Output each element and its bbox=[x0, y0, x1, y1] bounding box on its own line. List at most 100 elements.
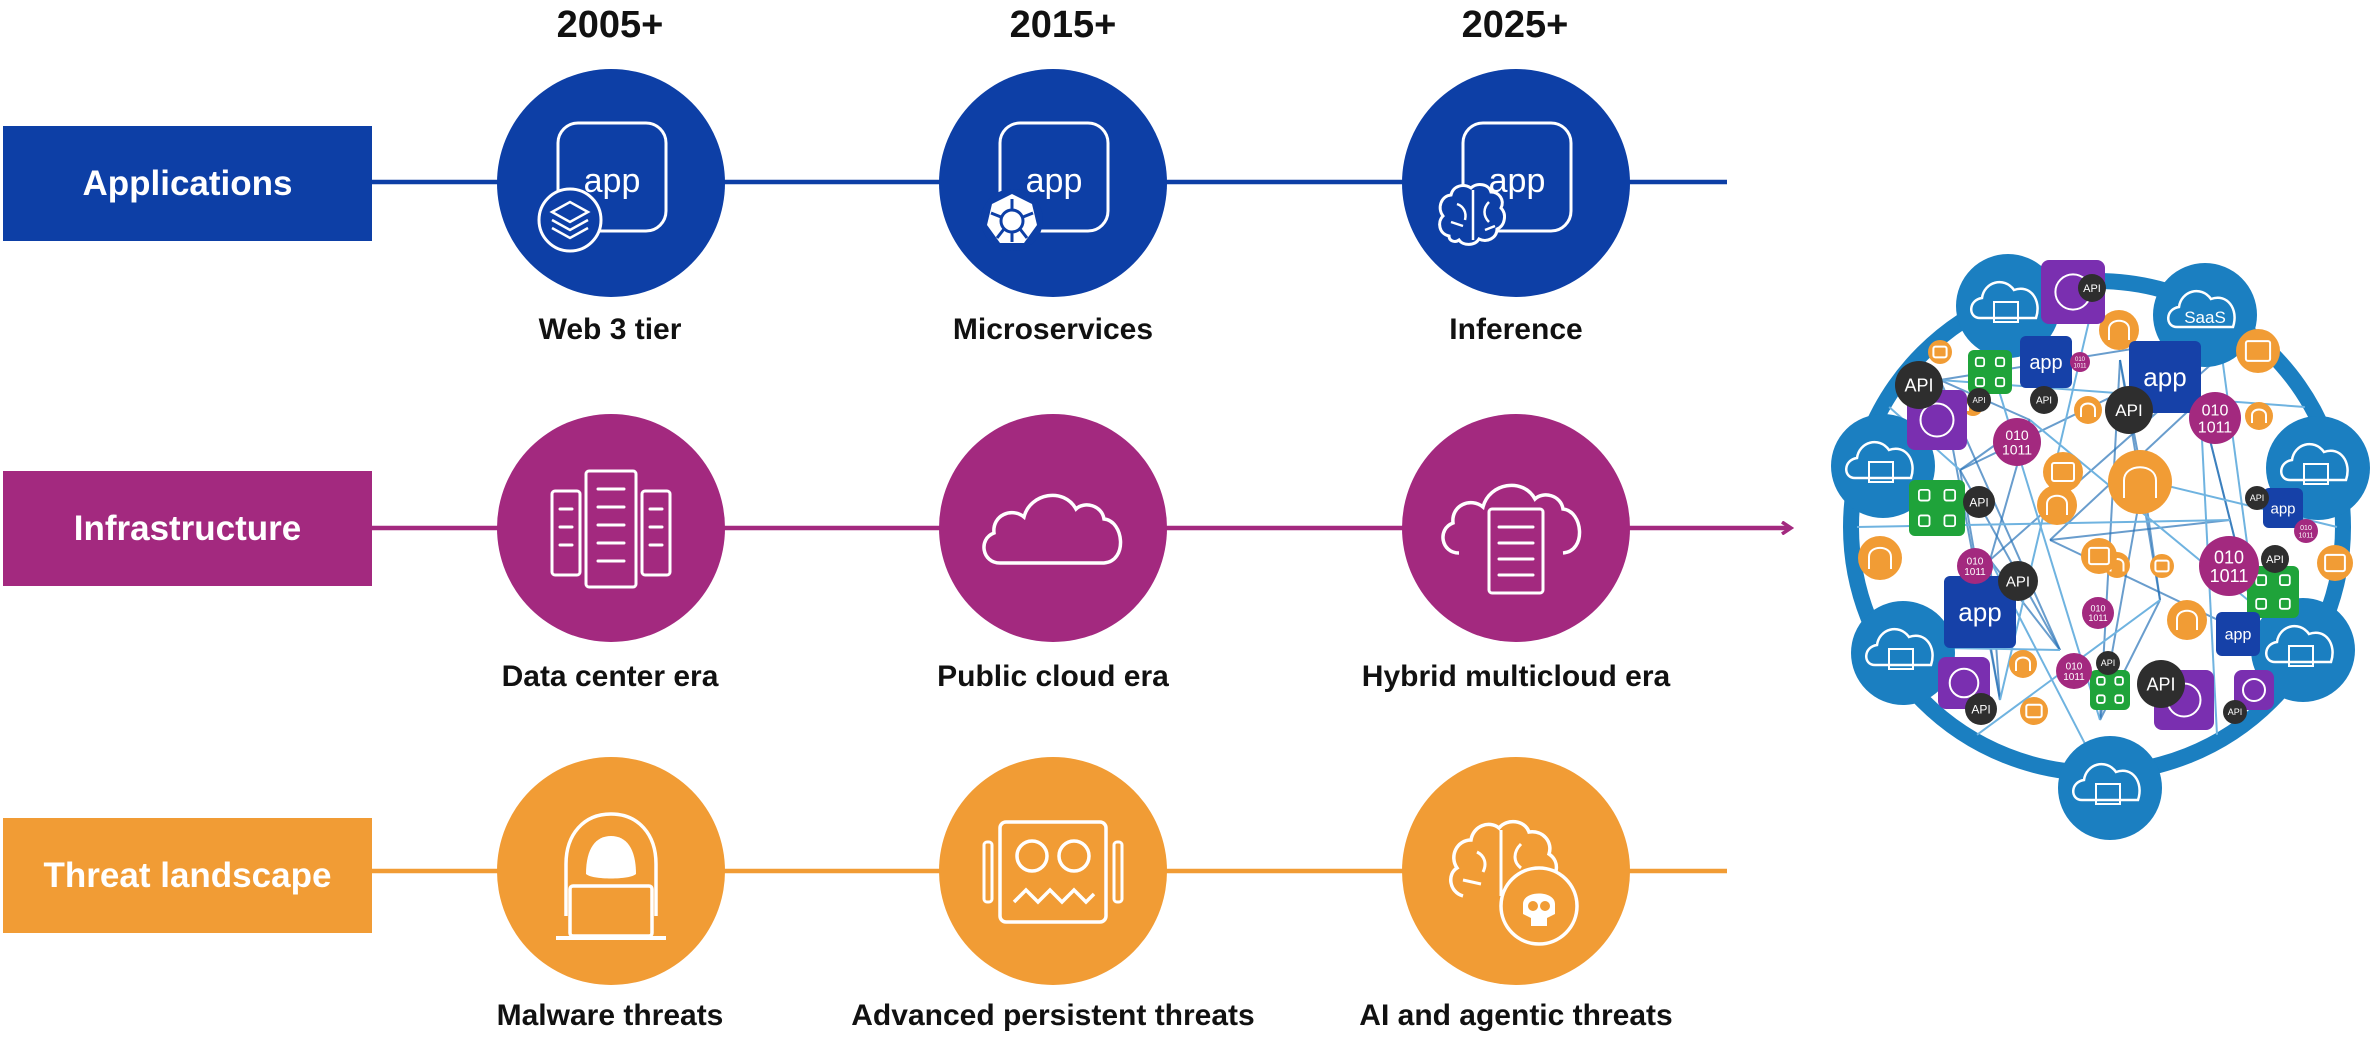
robot-node-icon bbox=[2236, 329, 2280, 373]
saas-label: SaaS bbox=[2184, 308, 2226, 327]
api-node-icon: API bbox=[1895, 361, 1943, 409]
network-link bbox=[1989, 329, 2251, 561]
api-label: API bbox=[2228, 707, 2243, 717]
grid-node-icon bbox=[1909, 480, 1965, 536]
api-label: API bbox=[2266, 554, 2284, 566]
app-kubernetes-icon: app bbox=[939, 69, 1167, 297]
hacker-node-icon bbox=[2108, 450, 2172, 514]
hacker-node-icon bbox=[2074, 396, 2102, 424]
hacker-node-icon bbox=[2037, 485, 2077, 525]
app-node-icon: app bbox=[2020, 336, 2072, 388]
api-node-icon: API bbox=[2261, 545, 2289, 573]
binary-top-label: 010 bbox=[2066, 662, 2083, 673]
robot-node-icon bbox=[2081, 538, 2117, 574]
app-node-label: app bbox=[2029, 352, 2062, 374]
brain-skull-icon bbox=[1402, 757, 1630, 985]
api-node-icon: API bbox=[2105, 386, 2153, 434]
grid-node-icon bbox=[1968, 350, 2012, 394]
grid-node-icon bbox=[2090, 670, 2130, 710]
row-label-infrastructure: Infrastructure bbox=[3, 471, 372, 586]
robot-node-icon bbox=[2020, 697, 2048, 725]
cloud-node-icon bbox=[1851, 601, 1955, 705]
app-badge-text: app bbox=[584, 162, 641, 200]
stage-caption: Advanced persistent threats bbox=[851, 999, 1255, 1032]
binary-top-label: 010 bbox=[2090, 604, 2105, 614]
hybrid-network-cluster: SaaSappappappappapp010101101010110101011… bbox=[1831, 254, 2370, 840]
api-node-icon: API bbox=[2030, 386, 2058, 414]
api-label: API bbox=[2101, 658, 2116, 668]
api-label: API bbox=[2006, 573, 2030, 590]
api-node-icon: API bbox=[1965, 693, 1997, 725]
binary-top-label: 010 bbox=[2214, 547, 2244, 567]
api-label: API bbox=[2250, 493, 2265, 503]
brain-node-icon bbox=[2234, 670, 2274, 710]
binary-top-label: 010 bbox=[2202, 403, 2229, 420]
robot-node-icon bbox=[2150, 554, 2174, 578]
api-label: API bbox=[1969, 495, 1988, 509]
api-label: API bbox=[1971, 702, 1990, 716]
binary-bottom-label: 1011 bbox=[2198, 419, 2233, 436]
stage-caption: Web 3 tier bbox=[538, 313, 682, 346]
hooded-hacker-icon bbox=[497, 757, 725, 985]
app-node-label: app bbox=[2270, 500, 2295, 517]
api-node-icon: API bbox=[1963, 486, 1995, 518]
app-stack-icon: app bbox=[497, 69, 725, 297]
api-node-icon: API bbox=[1967, 388, 1991, 412]
binary-bottom-label: 1011 bbox=[2298, 532, 2313, 539]
api-label: API bbox=[1904, 375, 1933, 395]
year-label: 2025+ bbox=[1461, 4, 1569, 46]
api-label: API bbox=[2083, 283, 2101, 295]
app-node-icon: app bbox=[2216, 612, 2260, 656]
binary-top-label: 010 bbox=[2300, 525, 2312, 532]
robot-node-icon bbox=[1928, 340, 1952, 364]
year-label: 2005+ bbox=[556, 4, 664, 46]
cloud-server-icon bbox=[1402, 414, 1630, 642]
binary-top-label: 010 bbox=[1967, 557, 1984, 568]
hacker-node-icon bbox=[2099, 310, 2139, 350]
cloud-node-icon bbox=[2058, 736, 2162, 840]
api-node-icon: API bbox=[2223, 700, 2247, 724]
binary-bottom-label: 1011 bbox=[2002, 442, 2032, 458]
app-node-icon: app bbox=[1944, 576, 2016, 648]
row-label-threat-landscape: Threat landscape bbox=[3, 818, 372, 933]
server-racks-icon bbox=[497, 414, 725, 642]
api-label: API bbox=[2115, 401, 2142, 420]
stage-caption: Public cloud era bbox=[937, 660, 1169, 693]
api-label: API bbox=[2146, 674, 2175, 694]
binary-top-label: 010 bbox=[2005, 427, 2029, 443]
binary-bottom-label: 1011 bbox=[2074, 363, 2088, 369]
cloud-node-icon bbox=[2251, 598, 2355, 702]
grid-node-icon bbox=[2247, 566, 2299, 618]
api-label: API bbox=[1973, 396, 1986, 405]
hacker-node-icon bbox=[2009, 650, 2037, 678]
robot-node-icon bbox=[2043, 452, 2083, 492]
year-label: 2015+ bbox=[1009, 4, 1117, 46]
app-node-label: app bbox=[2225, 627, 2252, 644]
binary-bottom-label: 1011 bbox=[2088, 613, 2107, 623]
api-node-icon: API bbox=[1998, 561, 2038, 601]
app-node-icon: app bbox=[2263, 488, 2303, 528]
api-node-icon: API bbox=[2096, 651, 2120, 675]
row-label-applications: Applications bbox=[3, 126, 372, 241]
stage-caption: AI and agentic threats bbox=[1359, 999, 1673, 1032]
stage-caption: Hybrid multicloud era bbox=[1361, 660, 1671, 693]
stage-caption: Microservices bbox=[952, 313, 1154, 346]
binary-top-label: 010 bbox=[2075, 357, 2086, 363]
binary-bottom-label: 1011 bbox=[2063, 672, 2085, 683]
robot-face-icon bbox=[939, 757, 1167, 985]
network-link bbox=[2049, 519, 2231, 541]
stage-caption: Malware threats bbox=[496, 999, 724, 1032]
api-label: API bbox=[2036, 396, 2052, 407]
app-brain-icon: app bbox=[1402, 69, 1630, 297]
api-node-icon: API bbox=[2245, 486, 2269, 510]
binary-bottom-label: 1011 bbox=[1964, 567, 1986, 578]
